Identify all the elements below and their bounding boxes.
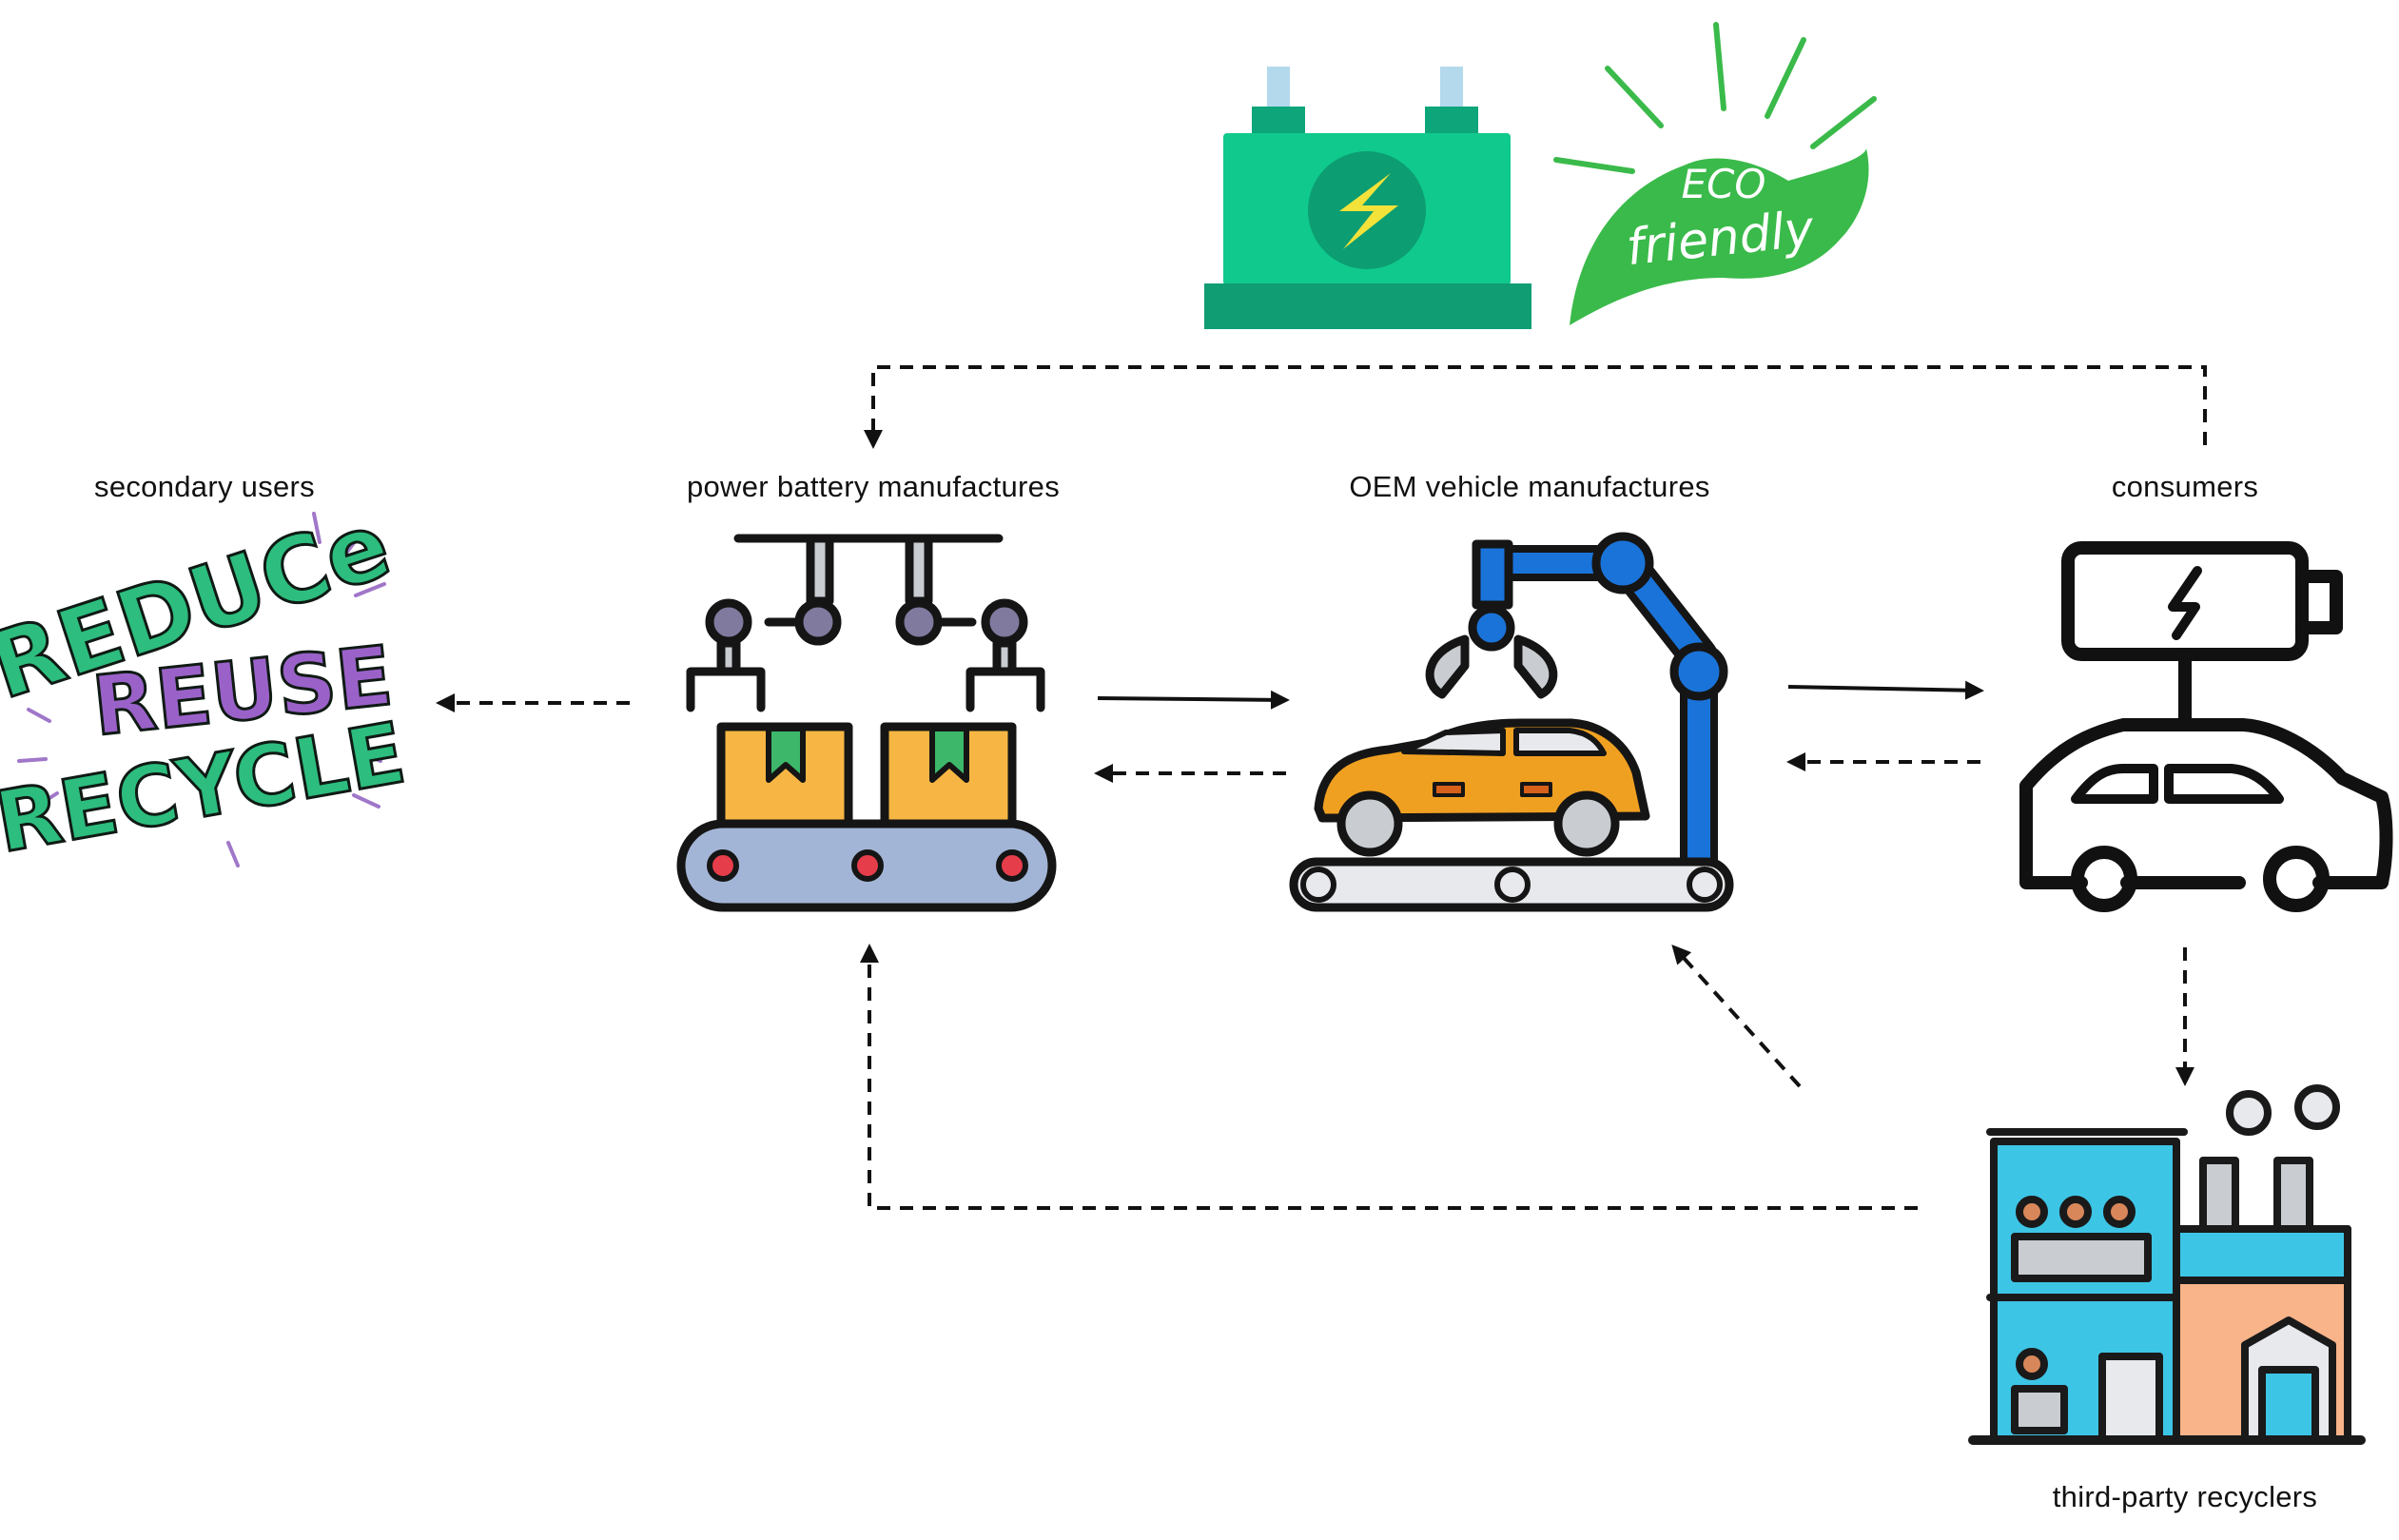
secondary-users-label: secondary users [94,470,315,503]
recycler-factory-icon [1968,1084,2366,1445]
eco-friendly-leaf-icon: ECO friendly [1553,22,1877,325]
edge-consumers-to-battery-top [864,365,2207,449]
consumers-label: consumers [2111,470,2259,503]
edges [436,365,2207,1210]
third-party-recyclers-label: third-party recyclers [2052,1480,2318,1513]
consumer-ev-icon [2019,541,2393,912]
reduce-reuse-recycle-icon: REDUCe REUSE RECYCLE [0,490,414,873]
edge-recyclers-to-battery [860,944,1918,1210]
edge-recyclers-to-oem [1671,945,1802,1088]
battery-factory-icon [676,534,1057,912]
power-battery-manufactures-label: power battery manufactures [686,470,1061,503]
oem-factory-icon [1289,532,1734,912]
oem-vehicle-manufactures-label: OEM vehicle manufactures [1349,470,1710,503]
eco-text-line1: ECO [1682,161,1766,207]
edge-oem-to-consumers [1787,680,1984,700]
edge-battery-to-oem [1097,690,1290,710]
battery-icon [1204,67,1531,329]
